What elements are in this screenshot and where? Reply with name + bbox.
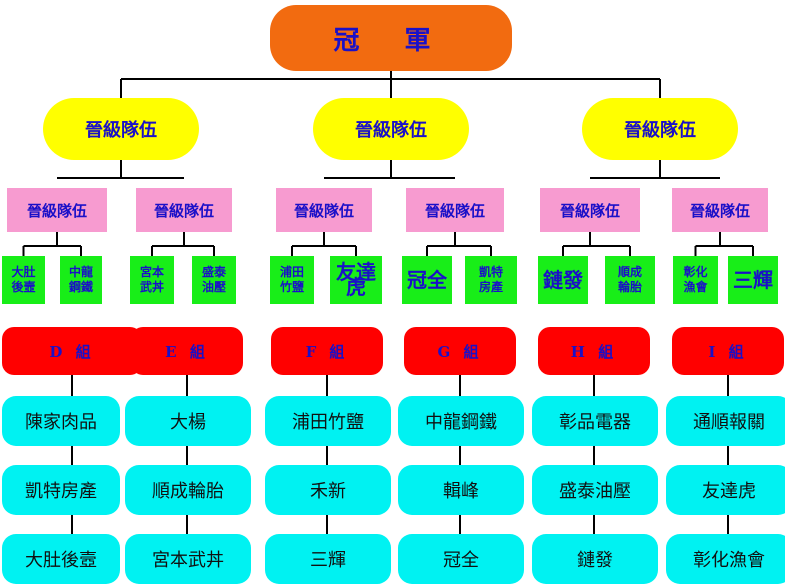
qualified-team-box: 彰化漁會 [673,256,718,304]
qualified-team-label: 鋼鐵 [68,280,93,294]
qualified-team-box: 友達虎 [330,256,382,304]
qualified-team-box: 鏈發 [538,256,588,304]
group-box: H 組 [538,327,650,375]
team-box: 浦田竹鹽 [265,396,391,446]
qualified-team-label: 冠全 [407,267,447,292]
team-box: 大肚後壼 [2,534,120,584]
qualified-team-box: 盛泰油壓 [192,256,236,304]
qualified-team-label: 竹鹽 [279,280,304,294]
advance-team-box-top: 晉級隊伍 [313,98,469,160]
qualified-team-label: 友達虎 [336,260,376,299]
team-box: 禾新 [265,465,391,515]
advance-team-box-mid: 晉級隊伍 [136,188,232,232]
qualified-team-label: 浦田 [279,265,304,279]
team-box: 凱特房產 [2,465,120,515]
team-box: 彰化漁會 [666,534,785,584]
qualified-team-box: 宮本武丼 [130,256,174,304]
team-box: 輯峰 [398,465,524,515]
qualified-team-label: 盛泰 [201,265,226,279]
qualified-team-label: 油壓 [201,280,226,294]
team-box: 友達虎 [666,465,785,515]
group-box: E 組 [131,327,243,375]
team-box: 宮本武丼 [125,534,251,584]
team-box: 冠全 [398,534,524,584]
team-box: 陳家肉品 [2,396,120,446]
qualified-team-label: 漁會 [683,280,708,294]
advance-team-box-mid: 晉級隊伍 [7,188,107,232]
qualified-team-box: 凱特房產 [465,256,517,304]
qualified-team-box: 冠全 [402,256,452,304]
team-box: 彰品電器 [532,396,658,446]
qualified-team-label: 大肚 [11,265,36,279]
qualified-team-box: 順成輪胎 [605,256,655,304]
qualified-team-label: 三輝 [733,267,773,292]
qualified-team-label: 宮本 [139,265,164,279]
qualified-team-label: 彰化 [683,265,708,279]
advance-team-box-mid: 晉級隊伍 [276,188,372,232]
qualified-team-label: 中龍 [68,265,93,279]
qualified-team-box: 大肚後壼 [2,256,45,304]
qualified-team-label: 輪胎 [617,280,642,294]
team-box: 鏈發 [532,534,658,584]
qualified-team-box: 中龍鋼鐵 [60,256,102,304]
team-box: 通順報關 [666,396,785,446]
qualified-team-label: 後壼 [11,280,36,294]
group-box: I 組 [672,327,784,375]
team-box: 盛泰油壓 [532,465,658,515]
qualified-team-label: 武丼 [139,280,164,294]
qualified-team-label: 凱特 [478,265,503,279]
qualified-team-label: 房產 [478,280,503,294]
qualified-team-label: 鏈發 [543,267,583,292]
team-box: 中龍鋼鐵 [398,396,524,446]
advance-team-box-top: 晉級隊伍 [43,98,199,160]
team-box: 大楊 [125,396,251,446]
advance-team-box-mid: 晉級隊伍 [540,188,640,232]
group-box: G 組 [404,327,516,375]
team-box: 三輝 [265,534,391,584]
qualified-team-box: 三輝 [728,256,778,304]
champion-box: 冠 軍 [270,5,512,71]
group-box: D 組 [2,327,142,375]
advance-team-box-mid: 晉級隊伍 [406,188,504,232]
qualified-team-box: 浦田竹鹽 [270,256,314,304]
group-box: F 組 [271,327,383,375]
qualified-team-label: 順成 [617,265,642,279]
advance-team-box-mid: 晉級隊伍 [672,188,768,232]
team-box: 順成輪胎 [125,465,251,515]
advance-team-box-top: 晉級隊伍 [582,98,738,160]
